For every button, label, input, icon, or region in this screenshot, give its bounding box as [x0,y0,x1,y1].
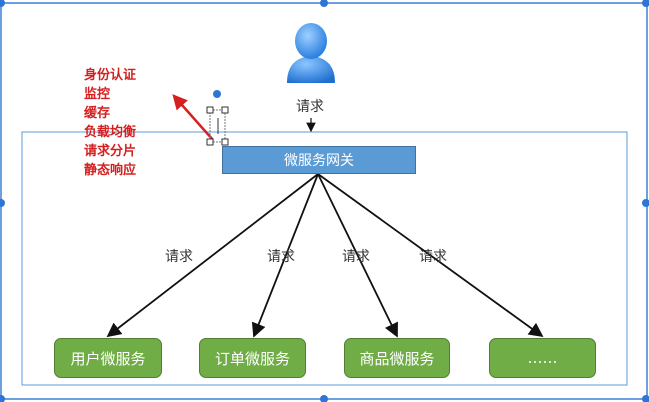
feature-item: 监控 [84,87,111,102]
feature-item: 请求分片 [84,144,137,159]
feature-item: 缓存 [84,106,111,121]
edge-label-more: 请求 [419,249,447,265]
edge-label-product: 请求 [342,249,370,265]
gateway-service-arrows [106,173,544,338]
feature-item: 负载均衡 [84,125,137,140]
arrow-to-user-service [106,173,319,338]
edge-label-order: 请求 [267,249,295,265]
user-icon [287,23,335,83]
user-service-node[interactable]: 用户微服务 [54,338,162,378]
arrow-to-order-service [251,173,319,338]
gateway-features-list: 身份认证 监控 缓存 负载均衡 请求分片 静态响应 [84,66,136,180]
feature-item: 静态响应 [84,163,137,178]
more-services-node[interactable]: …… [489,338,596,378]
annotation-arrow [172,94,214,141]
gateway-node[interactable]: 微服务网关 [222,146,416,174]
rotate-handle [213,90,221,98]
edge-label-user: 请求 [165,249,193,265]
product-service-node[interactable]: 商品微服务 [344,338,450,378]
arrow-to-more-services [317,173,544,338]
feature-item: 身份认证 [84,68,137,83]
top-request-label: 请求 [296,99,324,115]
arrow-to-product-service [317,173,398,338]
selected-textbox[interactable] [206,90,229,146]
order-service-node[interactable]: 订单微服务 [199,338,306,378]
system-boundary-frame [21,131,628,386]
